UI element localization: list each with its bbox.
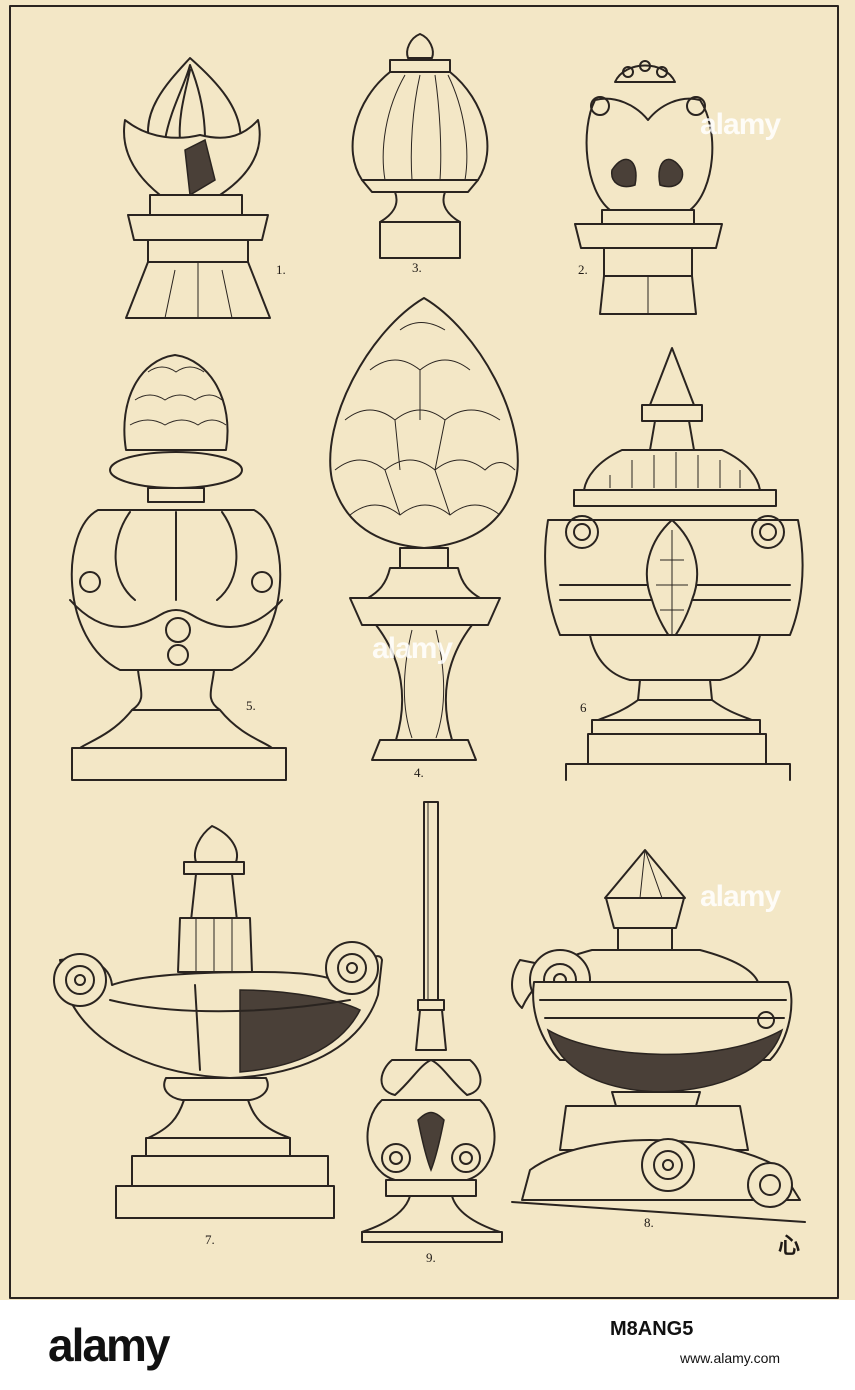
figure-label-7: 7. xyxy=(205,1232,215,1247)
watermark-center: alamy xyxy=(372,632,453,665)
alamy-logo: alamy xyxy=(48,1319,170,1371)
stock-footer: alamy M8ANG5 www.alamy.com xyxy=(0,1300,855,1390)
figure-label-8: 8. xyxy=(644,1215,654,1230)
figure-label-1: 1. xyxy=(276,262,286,277)
finial-4-drawing xyxy=(329,297,519,761)
finial-1-drawing xyxy=(123,57,271,319)
finial-7-drawing xyxy=(53,825,383,1219)
finial-5-drawing xyxy=(69,354,287,781)
plate-border xyxy=(9,5,839,1299)
finial-8-drawing xyxy=(511,849,806,1223)
watermark-bottom-right: alamy xyxy=(700,880,781,913)
finial-2-drawing xyxy=(574,60,723,315)
figure-label-9: 9. xyxy=(426,1250,436,1265)
finial-3-drawing xyxy=(351,33,489,259)
engraver-monogram: 心 xyxy=(778,1233,801,1258)
figure-label-2: 2. xyxy=(578,262,588,277)
finial-6-drawing xyxy=(544,347,804,781)
finials-engraving xyxy=(9,5,839,1299)
finial-9-drawing xyxy=(361,801,503,1243)
figure-label-6: 6 xyxy=(580,700,587,715)
engraving-plate: 1. 3. 2. 5. 4. 6 7. 8. 9. 心 alamy alamy … xyxy=(0,0,855,1300)
image-id: M8ANG5 xyxy=(610,1318,694,1340)
figure-label-5: 5. xyxy=(246,698,256,713)
watermark-top-right: alamy xyxy=(700,108,781,141)
figure-label-3: 3. xyxy=(412,260,422,275)
site-url: www.alamy.com xyxy=(680,1350,781,1366)
figure-label-4: 4. xyxy=(414,765,424,780)
